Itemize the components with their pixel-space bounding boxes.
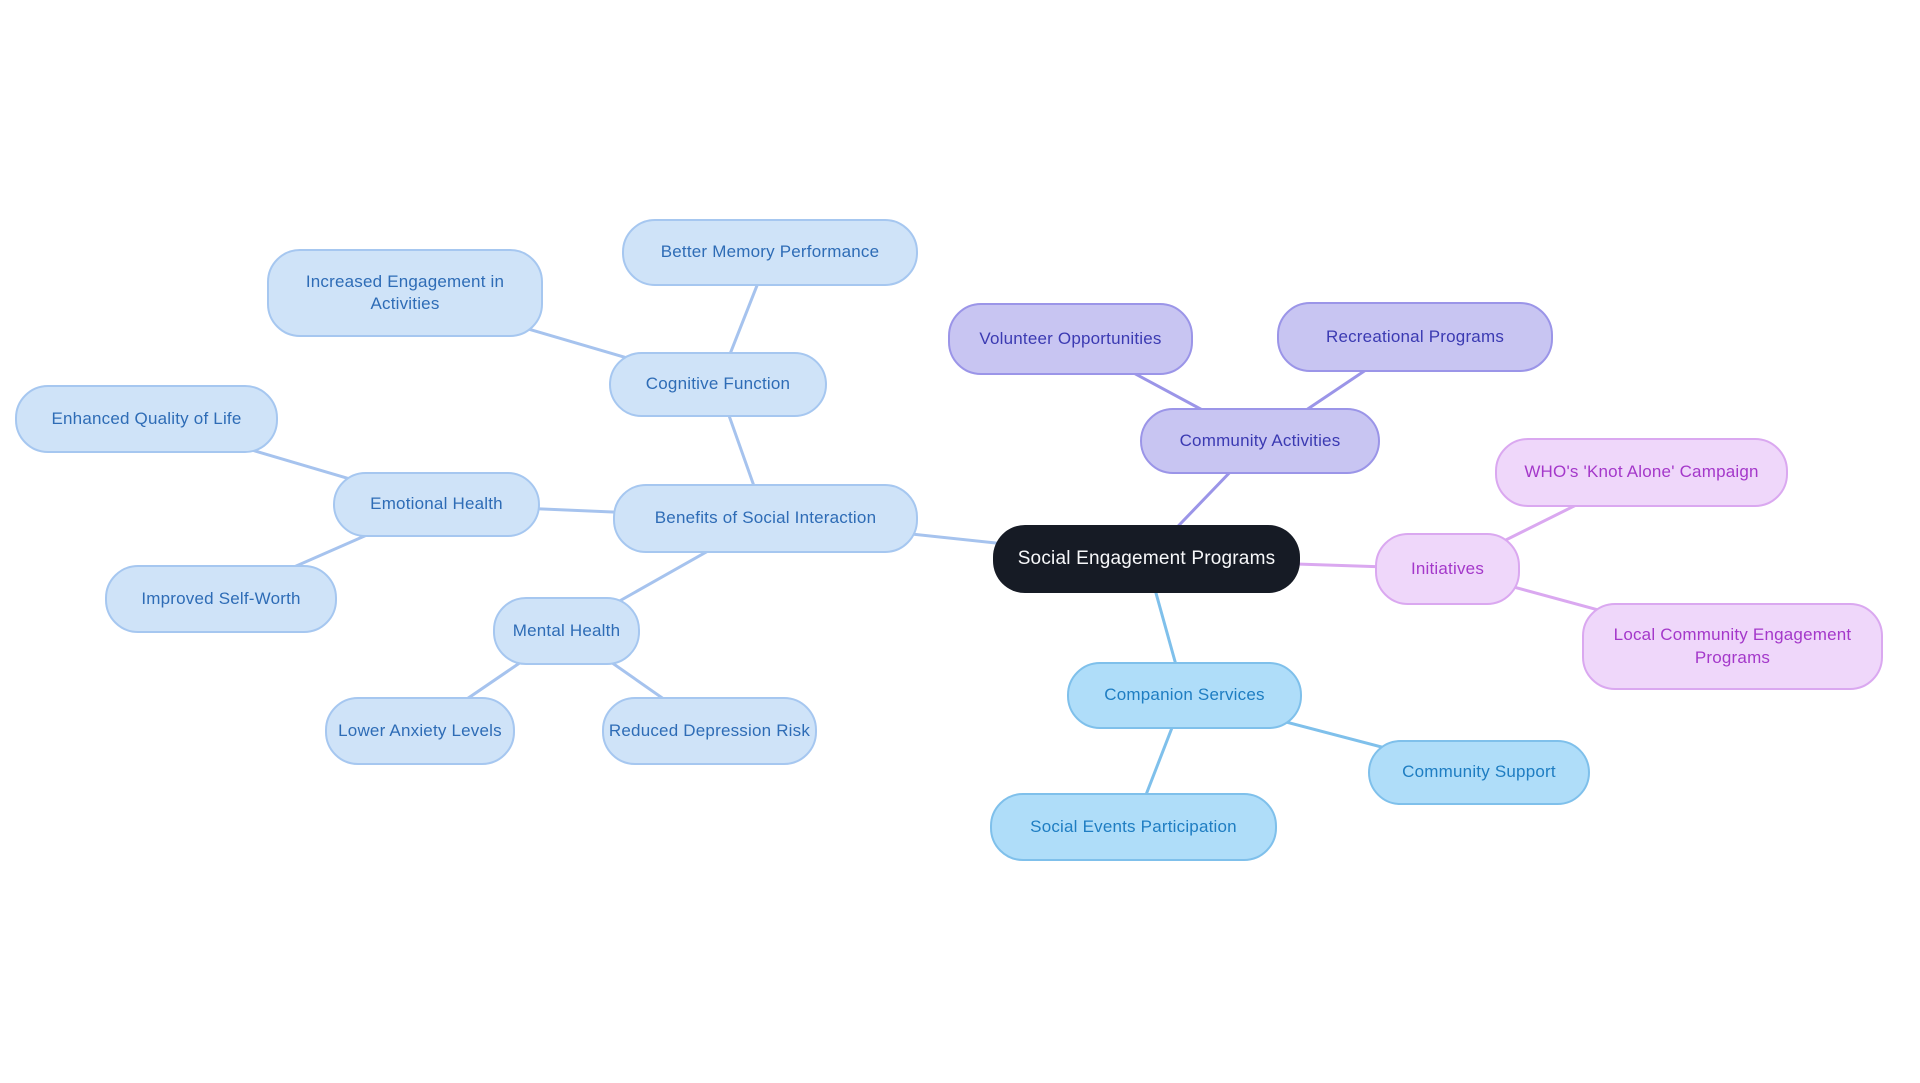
mindmap-node-label: Lower Anxiety Levels (338, 720, 502, 740)
mindmap-node-local-programs: Local Community Engagement Programs (1582, 603, 1883, 690)
mindmap-node-community-support: Community Support (1368, 740, 1590, 805)
mindmap-node-label: Benefits of Social Interaction (654, 508, 877, 528)
mindmap-node-label: Social Events Participation (1030, 816, 1237, 836)
mindmap-node-label: Social Engagement Programs (1017, 547, 1276, 569)
mindmap-node-improved-self-worth: Improved Self-Worth (105, 565, 337, 633)
mindmap-node-label: Enhanced Quality of Life (51, 408, 242, 428)
mindmap-node-initiatives: Initiatives (1375, 533, 1520, 605)
mindmap-node-increased-engagement: Increased Engagement in Activities (267, 249, 543, 337)
mindmap-node-lower-anxiety: Lower Anxiety Levels (325, 697, 515, 765)
mindmap-node-volunteer: Volunteer Opportunities (948, 303, 1193, 375)
mindmap-node-cognitive: Cognitive Function (609, 352, 827, 417)
mindmap-node-emotional-health: Emotional Health (333, 472, 540, 537)
mindmap-node-label: Community Support (1402, 762, 1556, 782)
mindmap-node-label: Local Community Engagement Programs (1613, 625, 1852, 667)
mindmap-node-who-campaign: WHO's 'Knot Alone' Campaign (1495, 438, 1788, 507)
mindmap-node-label: Cognitive Function (645, 374, 791, 394)
mindmap-node-label: Recreational Programs (1325, 326, 1505, 346)
mindmap-node-label: Mental Health (512, 620, 621, 640)
mindmap-node-benefits: Benefits of Social Interaction (613, 484, 918, 553)
mindmap-node-label: Reduced Depression Risk (608, 720, 811, 740)
mindmap-node-label: Community Activities (1179, 430, 1341, 450)
mindmap-node-label: Initiatives (1410, 558, 1485, 578)
mindmap-node-social-events: Social Events Participation (990, 793, 1277, 861)
mindmap-node-label: Volunteer Opportunities (979, 328, 1162, 348)
mindmap-node-center: Social Engagement Programs (993, 525, 1300, 593)
mindmap-node-label: Increased Engagement in Activities (305, 271, 505, 313)
mindmap-node-enhanced-quality: Enhanced Quality of Life (15, 385, 278, 453)
mindmap-node-better-memory: Better Memory Performance (622, 219, 918, 286)
mindmap-node-mental-health: Mental Health (493, 597, 640, 665)
mindmap-node-companion: Companion Services (1067, 662, 1302, 729)
mindmap-node-community-activities: Community Activities (1140, 408, 1380, 474)
mindmap-node-reduced-depression: Reduced Depression Risk (602, 697, 817, 765)
mindmap-node-label: Improved Self-Worth (141, 588, 301, 608)
mindmap-node-recreational: Recreational Programs (1277, 302, 1553, 372)
mindmap-node-label: WHO's 'Knot Alone' Campaign (1524, 462, 1759, 482)
mindmap-node-label: Companion Services (1104, 685, 1265, 705)
mindmap-node-label: Emotional Health (370, 494, 503, 514)
mindmap-node-label: Better Memory Performance (660, 242, 880, 262)
